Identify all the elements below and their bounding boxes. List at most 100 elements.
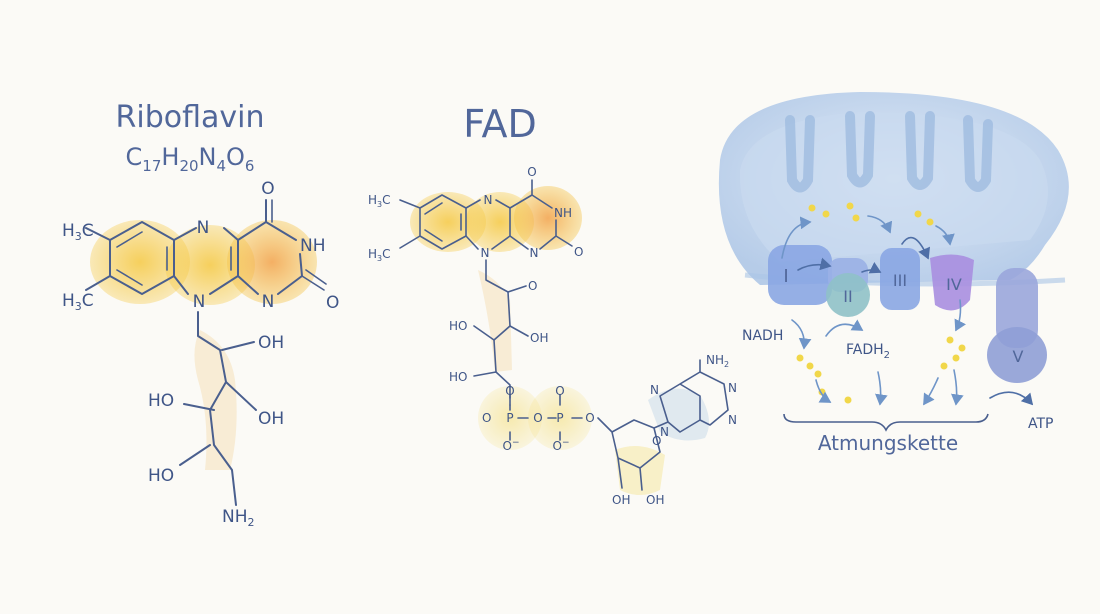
ring-a-double [116,231,168,286]
complex-2 [826,273,870,317]
arrow-c1-up [781,216,812,259]
arrow-down-4 [951,369,964,406]
complex-1 [768,245,832,305]
fad-n-3a: N [728,413,737,427]
arrow-c2-up [867,215,893,234]
respiration-panel: I II III IV V NADH FADH2 ATP [718,92,1069,455]
fad-ribityl-wash [478,270,512,372]
arrow-nadh-in [791,319,812,350]
fad-p-1: P [506,411,513,425]
fad-wash-right [514,186,582,250]
fad-ho-2: HO [449,370,467,384]
adenine-rings [659,359,729,433]
fad-ribityl-oh [473,285,529,377]
phosphate-wash-1 [478,386,542,450]
fad-oh-ribose-2: OH [646,493,664,507]
adenine-wash [648,388,709,441]
fad-o-minus-1: O− [503,438,520,453]
fad-h3c-bottom: H3C [368,247,391,263]
fad-o-ribose: O [652,434,661,448]
fad-ring-b [465,199,511,250]
n-top: N [197,218,210,238]
complex-5 [987,327,1047,383]
oh-2prime: OH [258,333,284,353]
fad-ring-a-double [424,202,462,242]
arrow-fadh2-in [825,319,864,337]
complex-5-stalk [996,268,1038,348]
fadh2-label: FADH2 [846,342,890,361]
fad-o-2: O [574,245,583,259]
arrow-down-2 [875,371,888,406]
fad-n-7: N [650,383,659,397]
fad-oh-1: OH [530,331,548,345]
arrow-down-3 [923,377,939,406]
complex-1-label: I [783,266,788,287]
nadh-label: NADH [742,328,783,344]
riboflavin-title: Riboflavin [116,100,265,135]
nh-3: NH [300,236,326,256]
arrow-c2-c3 [861,261,882,274]
n-10: N [193,292,206,312]
arrow-c1-c2 [797,257,832,271]
flavin-wash-left [90,220,190,304]
riboflavin-formula: C17H20N4O6 [126,143,255,175]
ring-c [237,199,303,295]
complex-2-label: II [843,287,852,306]
o-4: O [261,179,274,199]
fad-o-ring: O [528,279,537,293]
arrow-atp [989,391,1034,406]
riboflavin-structure: Riboflavin C17H20N4O6 H3C H3C N N N O NH… [62,100,339,529]
fad-ho-1: HO [449,319,467,333]
fad-phosphate-bonds [509,394,561,441]
fad-n-10: N [481,246,490,260]
ring-c-double [271,199,327,291]
complex-5-label: V [1013,347,1024,366]
fad-methyls [399,199,421,249]
arrow-down-1 [815,379,832,403]
fad-n-1: N [530,246,539,260]
complex-4 [930,254,974,311]
arrow-c3-up [935,225,955,246]
proton-dots [796,202,966,404]
chain-label: Atmungskette [818,431,958,455]
complex-3-label: III [893,271,907,290]
methyl-bonds [85,227,111,291]
arrow-c4-down [954,299,967,332]
complex-3 [880,248,920,310]
fad-o-double-2: O [555,384,564,398]
fad-n-9: N [660,425,669,439]
fad-o-4: O [527,165,536,179]
o-2: O [326,293,339,313]
fad-oh-ribose-1: OH [612,493,630,507]
fad-h3c-top: H3C [368,193,391,209]
fad-backbone [509,404,669,491]
cristae [785,111,993,193]
h3c-bottom: H3C [62,291,94,313]
fad-n-1a: N [728,381,737,395]
fad-structure: FAD H3C H3C N N N O NH O O HO OH HO O [368,102,737,507]
nh2-terminal: NH2 [222,507,255,529]
arrow-c3-c4 [901,236,931,260]
fad-o-bridge-1: O [505,384,514,398]
fad-nh2: NH2 [706,353,729,369]
oh-4prime: OH [258,409,284,429]
fad-ring-c [509,179,573,250]
ring-b [173,227,239,295]
fad-o-bridge-3: O [585,411,594,425]
ho-5prime: HO [148,466,174,486]
fad-ribityl-chain [485,259,511,399]
complex-4-label: IV [946,275,962,294]
n-1: N [262,292,275,312]
ribityl-chain [197,311,237,506]
fad-o-minus-2: O− [553,438,570,453]
fad-nh-3: NH [554,206,572,220]
ribityl-substituents [179,341,257,466]
chain-brace [783,413,989,432]
fad-n-top: N [484,193,493,207]
h3c-top: H3C [62,221,94,243]
fad-title: FAD [463,102,537,146]
atp-label: ATP [1028,416,1053,432]
flavin-wash-right [227,220,317,304]
